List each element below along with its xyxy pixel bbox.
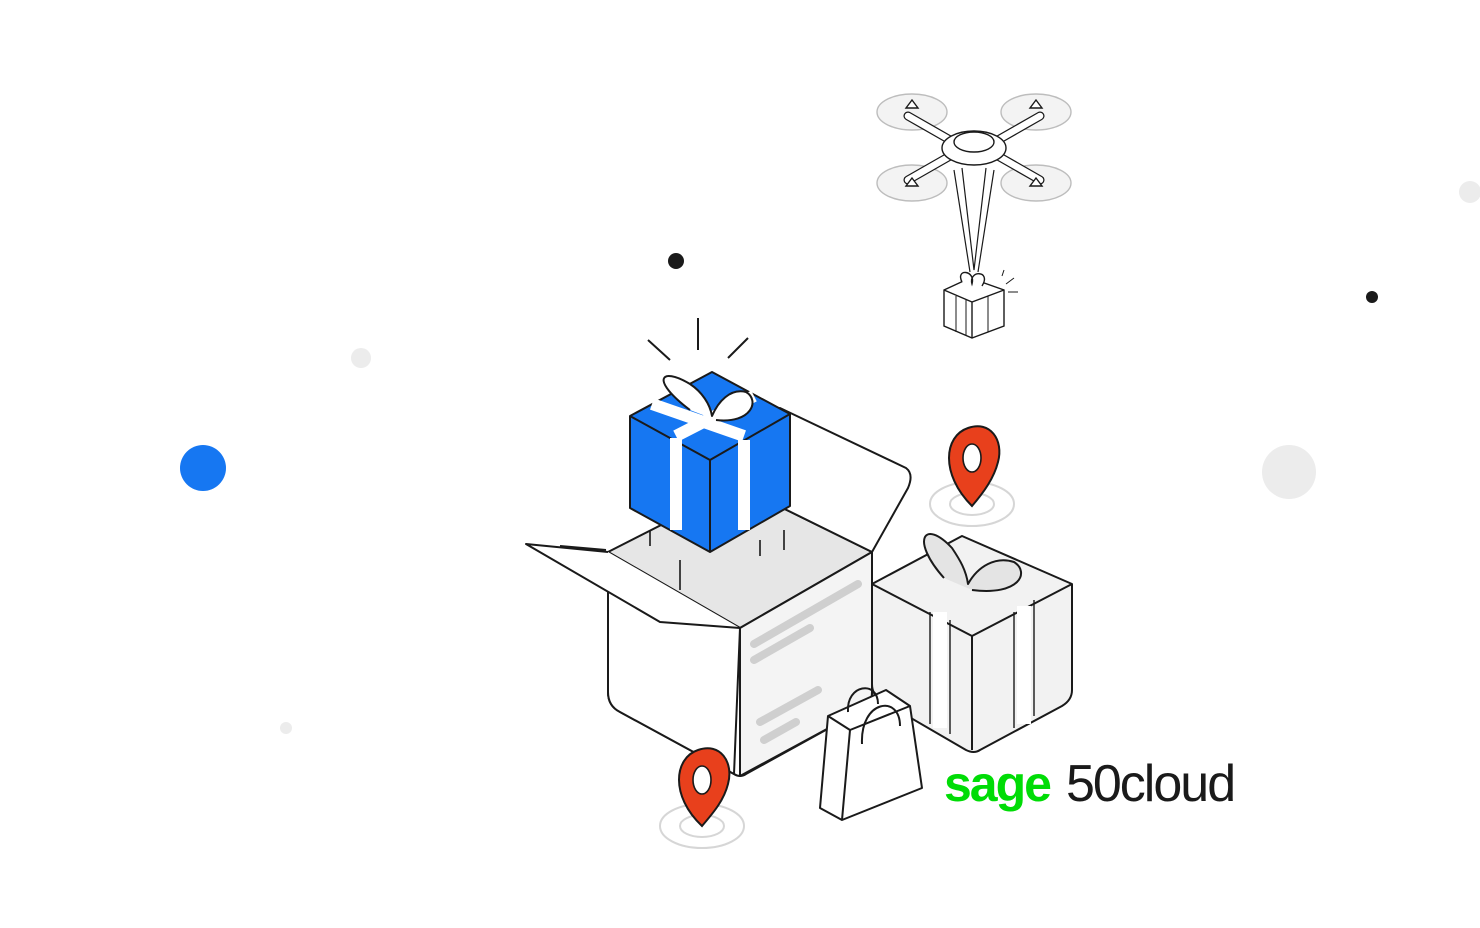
drone-icon	[876, 93, 1072, 339]
location-pin-icon	[659, 747, 745, 849]
decor-dot-blue	[180, 445, 226, 491]
decor-dot-grey	[1262, 445, 1316, 499]
location-pin-icon	[929, 425, 1015, 527]
decor-dot-black	[668, 253, 684, 269]
decor-dot-grey	[1459, 181, 1480, 203]
shopping-bag-icon	[819, 687, 923, 821]
gift-icon	[871, 533, 1073, 753]
decor-dot-grey	[351, 348, 371, 368]
gift-icon	[629, 318, 791, 553]
sage-50cloud-logo: sage 50cloud	[944, 754, 1236, 814]
decor-dot-black	[1366, 291, 1378, 303]
decor-dot-grey	[280, 722, 292, 734]
logo-brand-text: sage	[944, 756, 1052, 812]
logo-product-text: 50cloud	[1065, 755, 1236, 813]
